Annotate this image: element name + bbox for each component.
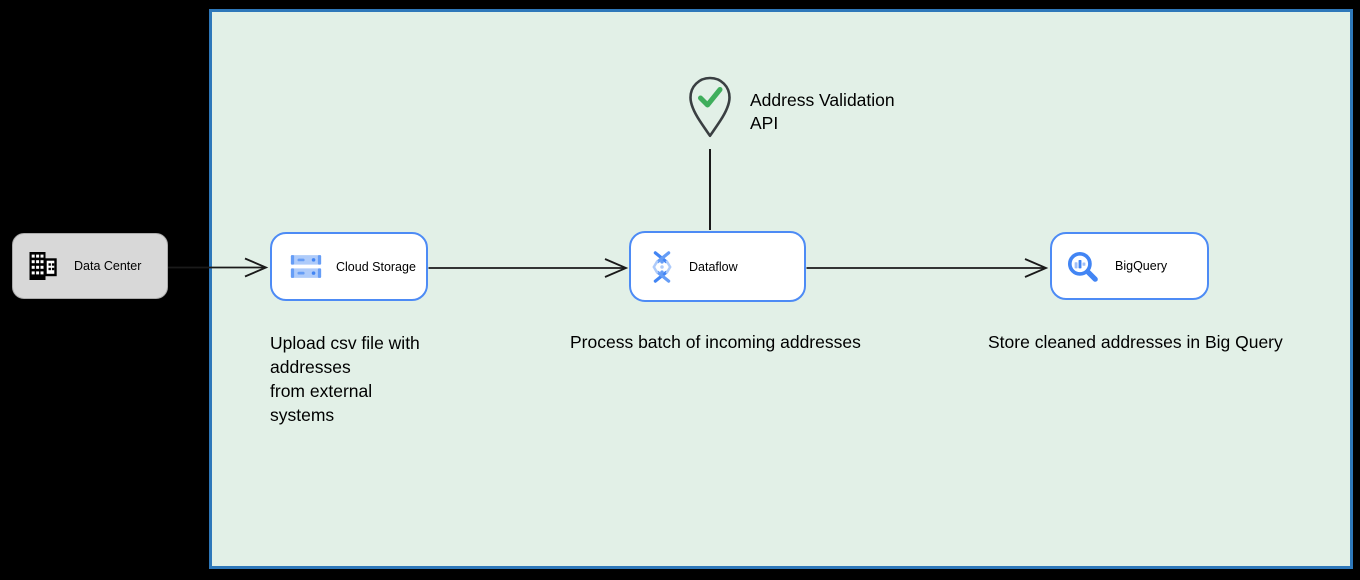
node-dataflow[interactable]: Dataflow bbox=[629, 231, 806, 302]
cloud-storage-icon bbox=[290, 255, 322, 278]
address-validation-label: Address Validation API bbox=[750, 90, 895, 133]
node-label: Dataflow bbox=[689, 259, 738, 274]
bigquery-icon bbox=[1067, 251, 1098, 282]
node-label: Data Center bbox=[74, 259, 142, 273]
node-bigquery[interactable]: BigQuery bbox=[1050, 232, 1209, 300]
dataflow-icon bbox=[652, 250, 672, 283]
node-data-center[interactable]: Data Center bbox=[12, 233, 168, 299]
node-cloud-storage[interactable]: Cloud Storage bbox=[270, 232, 428, 301]
caption-process-batch: Process batch of incoming addresses bbox=[570, 332, 861, 352]
caption-store-bigquery: Store cleaned addresses in Big Query bbox=[988, 332, 1283, 352]
map-pin-check-icon[interactable] bbox=[687, 76, 733, 142]
node-label: BigQuery bbox=[1115, 259, 1168, 273]
caption-upload-csv: Upload csv file with addresses from exte… bbox=[270, 333, 420, 425]
building-icon bbox=[29, 252, 57, 280]
node-label: Cloud Storage bbox=[336, 259, 416, 274]
